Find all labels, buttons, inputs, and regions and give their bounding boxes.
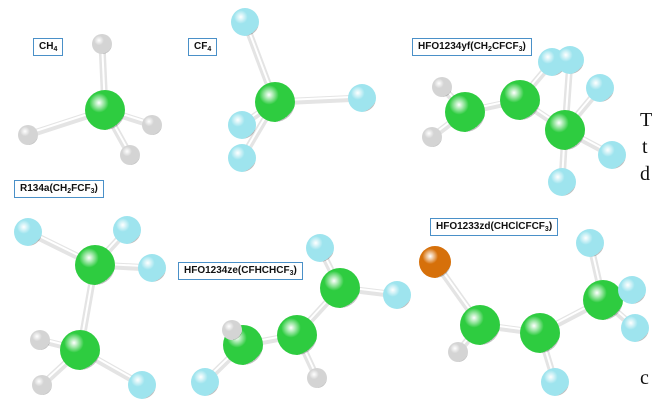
hfo1234ze-carbon-atom [320,268,360,308]
hfo1234ze-fluorine-atom [191,368,219,396]
hfo1234yf-carbon-atom [545,110,585,150]
cf4-fluorine-atom [348,84,376,112]
label-ch4: CH4 [33,38,64,56]
hfo1233zd-fluorine-atom [576,229,604,257]
r134a-carbon-atom [75,245,115,285]
hfo1234ze-carbon-atom [277,315,317,355]
label-hfo1234ze: HFO1234ze(CFHCHCF3) [178,262,303,280]
r134a-fluorine-atom [138,254,166,282]
hfo1234yf-carbon-atom [500,80,540,120]
atom-layer [14,8,649,399]
ch4-hydrogen-atom [18,125,38,145]
hfo1233zd-hydrogen-atom [448,342,468,362]
r134a-hydrogen-atom [30,330,50,350]
hfo1234yf-hydrogen-atom [432,77,452,97]
hfo1234ze-fluorine-atom [383,281,411,309]
edge-text-3: d [640,163,650,185]
cf4-fluorine-atom [228,111,256,139]
hfo1234yf-fluorine-atom [598,141,626,169]
hfo1233zd-fluorine-atom [621,314,649,342]
hfo1234yf-carbon-atom [445,92,485,132]
hfo1234ze-fluorine-atom [306,234,334,262]
hfo1233zd-chlorine-atom [419,246,451,278]
edge-text-1: T [640,109,653,131]
hfo1233zd-carbon-atom [460,305,500,345]
r134a-fluorine-atom [113,216,141,244]
r134a-hydrogen-atom [32,375,52,395]
hfo1233zd-carbon-atom [520,313,560,353]
label-hfo1234yf: HFO1234yf(CH2CFCF3) [412,38,532,56]
ch4-hydrogen-atom [92,34,112,54]
ch4-hydrogen-atom [120,145,140,165]
r134a-carbon-atom [60,330,100,370]
hfo1234yf-fluorine-atom [556,46,584,74]
ch4-hydrogen-atom [142,115,162,135]
hfo1234yf-hydrogen-atom [422,127,442,147]
hfo1234ze-hydrogen-atom [307,368,327,388]
hfo1234yf-fluorine-atom [548,168,576,196]
ch4-carbon-atom [85,90,125,130]
hfo1234ze-hydrogen-atom [222,320,242,340]
hfo1234yf-fluorine-atom [586,74,614,102]
r134a-fluorine-atom [128,371,156,399]
r134a-fluorine-atom [14,218,42,246]
cf4-carbon-atom [255,82,295,122]
label-r134a: R134a(CH2FCF3) [14,180,104,198]
hfo1233zd-fluorine-atom [541,368,569,396]
hfo1233zd-carbon-atom [583,280,623,320]
label-hfo1233zd: HFO1233zd(CHClCFCF3) [430,218,559,236]
label-cf4: CF4 [188,38,218,56]
cf4-fluorine-atom [228,144,256,172]
edge-text-4: c [640,367,649,389]
edge-text-2: t [642,136,648,158]
hfo1233zd-fluorine-atom [618,276,646,304]
cf4-fluorine-atom [231,8,259,36]
